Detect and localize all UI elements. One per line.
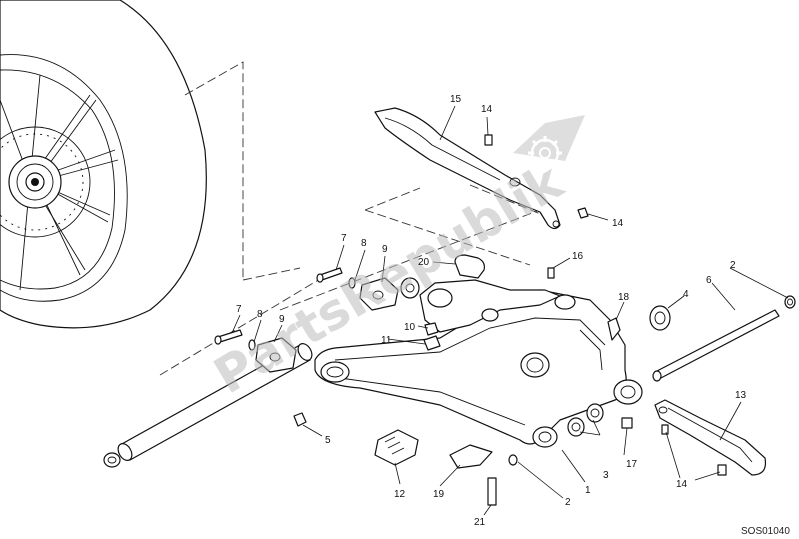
callout-8-lower: 8 bbox=[257, 309, 263, 320]
callout-6: 6 bbox=[706, 275, 712, 286]
callout-1: 1 bbox=[585, 485, 591, 496]
chain-slider bbox=[654, 399, 767, 476]
callout-12: 12 bbox=[394, 489, 406, 500]
callout-14-top: 14 bbox=[481, 104, 493, 115]
callout-14-lower: 14 bbox=[676, 479, 688, 490]
callout-14-right: 14 bbox=[612, 218, 624, 229]
callout-5: 5 bbox=[325, 435, 331, 446]
callout-labels: 15 14 14 7 8 9 20 16 2 6 4 18 7 8 9 10 1… bbox=[236, 94, 747, 528]
callout-10: 10 bbox=[404, 322, 416, 333]
swingarm bbox=[314, 279, 643, 448]
callout-11: 11 bbox=[381, 335, 392, 346]
axle-tube bbox=[103, 343, 313, 468]
callout-4: 4 bbox=[683, 289, 689, 300]
rear-wheel bbox=[0, 0, 207, 329]
callout-21: 21 bbox=[474, 517, 486, 528]
callout-15: 15 bbox=[450, 94, 462, 105]
chain-guard bbox=[374, 107, 561, 230]
callout-7-upper: 7 bbox=[341, 233, 347, 244]
callout-8-upper: 8 bbox=[361, 238, 367, 249]
callout-2-top: 2 bbox=[730, 260, 736, 271]
callout-17: 17 bbox=[626, 459, 638, 470]
small-parts bbox=[214, 134, 727, 506]
alignment-lines bbox=[159, 61, 556, 376]
callout-2-bottom: 2 bbox=[565, 497, 571, 508]
callout-9-upper: 9 bbox=[382, 244, 388, 255]
callout-3: 3 bbox=[603, 470, 609, 481]
callout-9-lower: 9 bbox=[279, 314, 285, 325]
callout-13: 13 bbox=[735, 390, 747, 401]
callout-20: 20 bbox=[418, 257, 430, 268]
callout-18: 18 bbox=[618, 292, 630, 303]
callout-7-lower: 7 bbox=[236, 304, 242, 315]
pivot-shaft bbox=[652, 295, 796, 382]
callout-16: 16 bbox=[572, 251, 584, 262]
callout-19: 19 bbox=[433, 489, 445, 500]
gear-icon bbox=[513, 115, 585, 170]
diagram-code: SOS01040 bbox=[741, 526, 790, 537]
leader-lines bbox=[231, 105, 789, 516]
